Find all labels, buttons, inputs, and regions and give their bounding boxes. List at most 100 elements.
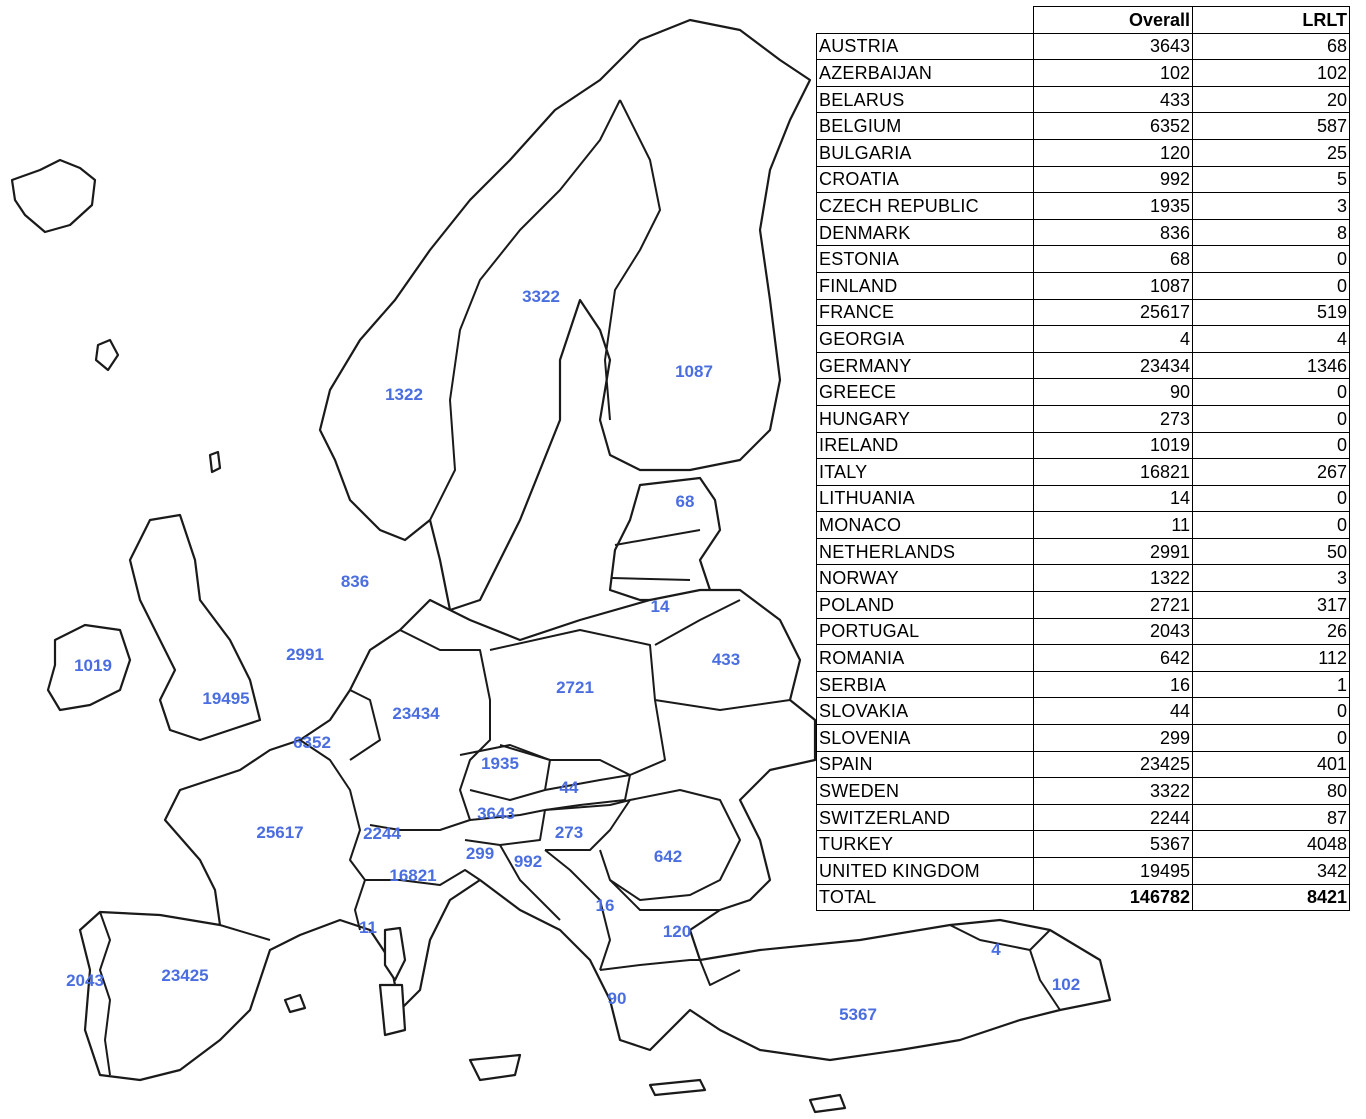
shetland-shape <box>208 450 222 474</box>
map-label-slovakia: 44 <box>559 778 579 797</box>
overall-cell: 433 <box>1033 85 1193 114</box>
lrlt-cell: 20 <box>1192 85 1350 114</box>
map-label-germany: 23434 <box>392 704 440 723</box>
lrlt-cell: 0 <box>1192 245 1350 273</box>
header-lrlt: LRLT <box>1192 6 1350 34</box>
country-cell: SERBIA <box>816 670 1034 699</box>
country-cell: GREECE <box>816 378 1034 406</box>
lrlt-cell: 519 <box>1192 298 1350 327</box>
map-label-norway: 1322 <box>385 385 423 404</box>
header-overall: Overall <box>1033 6 1193 34</box>
overall-cell: 3643 <box>1033 32 1193 61</box>
lrlt-cell: 68 <box>1192 32 1350 61</box>
lrlt-cell: 0 <box>1192 431 1350 460</box>
overall-cell: 120 <box>1033 138 1193 167</box>
lrlt-cell: 0 <box>1192 484 1350 513</box>
lrlt-cell: 4048 <box>1192 830 1350 858</box>
map-label-uk: 19495 <box>202 689 250 708</box>
poland-borders <box>489 629 666 776</box>
sicily-shape <box>468 1053 522 1082</box>
country-cell: TOTAL <box>816 883 1034 912</box>
country-cell: BELARUS <box>816 85 1034 114</box>
lrlt-cell: 0 <box>1192 697 1350 726</box>
overall-cell: 2991 <box>1033 537 1193 566</box>
header-blank <box>816 6 1034 34</box>
country-cell: PORTUGAL <box>816 617 1034 646</box>
italy-border <box>365 869 481 886</box>
overall-cell: 992 <box>1033 165 1193 194</box>
map-label-serbia: 16 <box>595 896 615 915</box>
turkey-border <box>699 959 741 986</box>
balearic-shape <box>283 993 307 1014</box>
lrlt-cell: 0 <box>1192 404 1350 433</box>
norway-sweden-border <box>429 99 621 521</box>
country-cell: ROMANIA <box>816 644 1034 672</box>
country-cell: MONACO <box>816 511 1034 539</box>
lrlt-cell: 3 <box>1192 192 1350 220</box>
overall-cell: 299 <box>1033 724 1193 752</box>
lrlt-cell: 8421 <box>1192 883 1350 912</box>
cyprus-shape <box>808 1093 847 1114</box>
country-cell: NETHERLANDS <box>816 537 1034 566</box>
baltics-shape <box>608 476 722 602</box>
map-label-ireland: 1019 <box>74 656 112 675</box>
country-cell: GEORGIA <box>816 325 1034 353</box>
lrlt-cell: 102 <box>1192 59 1350 87</box>
country-cell: LITHUANIA <box>816 484 1034 513</box>
map-label-finland: 1087 <box>675 362 713 381</box>
country-cell: CZECH REPUBLIC <box>816 192 1034 220</box>
table-header-row: Overall LRLT <box>816 6 1350 34</box>
lrlt-cell: 112 <box>1192 644 1350 672</box>
country-cell: UNITED KINGDOM <box>816 857 1034 885</box>
overall-cell: 2244 <box>1033 803 1193 832</box>
map-label-belgium: 6352 <box>293 733 331 752</box>
map-label-sweden: 3322 <box>522 287 560 306</box>
country-cell: IRELAND <box>816 431 1034 460</box>
caucasus-borders <box>949 924 1061 1011</box>
corsica-shape <box>383 926 407 982</box>
overall-cell: 273 <box>1033 404 1193 433</box>
map-label-croatia: 992 <box>513 852 543 871</box>
belarus-borders <box>654 599 791 711</box>
overall-cell: 6352 <box>1033 112 1193 140</box>
lrlt-cell: 0 <box>1192 378 1350 406</box>
map-label-austria: 3643 <box>477 804 515 823</box>
map-label-greece: 90 <box>607 989 627 1008</box>
lrlt-cell: 587 <box>1192 112 1350 140</box>
country-cell: GERMANY <box>816 351 1034 380</box>
overall-cell: 642 <box>1033 644 1193 672</box>
lrlt-cell: 4 <box>1192 325 1350 353</box>
country-cell: BULGARIA <box>816 138 1034 167</box>
baltic-borders <box>611 529 701 581</box>
czech-slovak-borders <box>459 744 631 811</box>
ireland-shape <box>46 623 132 712</box>
lrlt-cell: 267 <box>1192 458 1350 486</box>
country-cell: POLAND <box>816 591 1034 619</box>
sweden-finland-border <box>604 99 661 421</box>
overall-cell: 1322 <box>1033 564 1193 593</box>
map-label-hungary: 273 <box>554 823 584 842</box>
lrlt-cell: 317 <box>1192 591 1350 619</box>
lrlt-cell: 80 <box>1192 777 1350 805</box>
map-label-denmark: 836 <box>340 572 370 591</box>
map-label-monaco: 11 <box>359 918 377 937</box>
overall-cell: 23434 <box>1033 351 1193 380</box>
lrlt-cell: 3 <box>1192 564 1350 593</box>
map-label-france: 25617 <box>256 823 304 842</box>
